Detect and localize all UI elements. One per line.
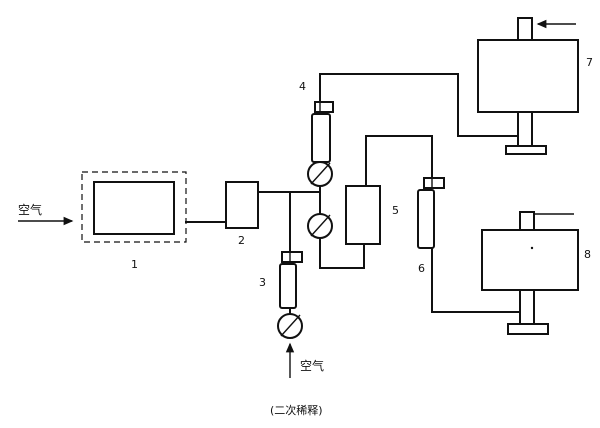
flowmeter-3 [277, 251, 303, 339]
caption: (二次稀释) [270, 403, 323, 417]
component-7 [477, 17, 579, 155]
valve-upper [307, 161, 333, 187]
component-1-chamber [81, 171, 187, 243]
component-7-top-stem [517, 17, 533, 41]
component-7-base [505, 145, 547, 155]
flowmeter-4-tube [311, 113, 331, 163]
air-inlet-left: 空气 [18, 202, 74, 226]
component-8-top-stem [519, 211, 535, 231]
label-1: 1 [131, 258, 138, 271]
component-8-base [507, 323, 549, 335]
flowmeter-3-head [281, 251, 303, 263]
valve-lower [307, 213, 333, 239]
air-label-left: 空气 [18, 202, 42, 217]
flowmeter-6 [417, 177, 519, 313]
component-7-bottom-stem [517, 111, 533, 147]
component-5 [345, 135, 433, 245]
valve-upper-slash [310, 162, 331, 185]
label-5: 5 [392, 204, 399, 217]
chamber-box [93, 181, 175, 235]
flowmeter-3-tube [279, 263, 297, 309]
component-2-box [225, 181, 259, 229]
valve-bottom-slash [280, 314, 301, 337]
flowmeter-4-head [314, 101, 334, 113]
component-5-box [345, 185, 381, 245]
label-6: 6 [418, 262, 425, 275]
air-label-bottom: 空气 [300, 358, 324, 373]
component-8-bottom-stem [519, 289, 535, 325]
component-8 [481, 211, 579, 335]
label-4: 4 [299, 80, 306, 93]
label-8: 8 [584, 248, 591, 261]
component-2 [185, 181, 259, 229]
component-7-box [477, 39, 579, 113]
air-inlet-bottom: 空气 [285, 342, 324, 378]
flowmeter-6-head [423, 177, 445, 189]
label-7: 7 [586, 56, 593, 69]
flowmeter-4 [311, 73, 519, 163]
valve-lower-slash [310, 214, 331, 237]
label-2: 2 [238, 234, 245, 247]
flowmeter-6-tube [417, 189, 435, 249]
enclosure-dashed [81, 171, 187, 243]
component-8-box [481, 229, 579, 291]
component-8-dot [530, 246, 534, 250]
label-3: 3 [259, 276, 266, 289]
